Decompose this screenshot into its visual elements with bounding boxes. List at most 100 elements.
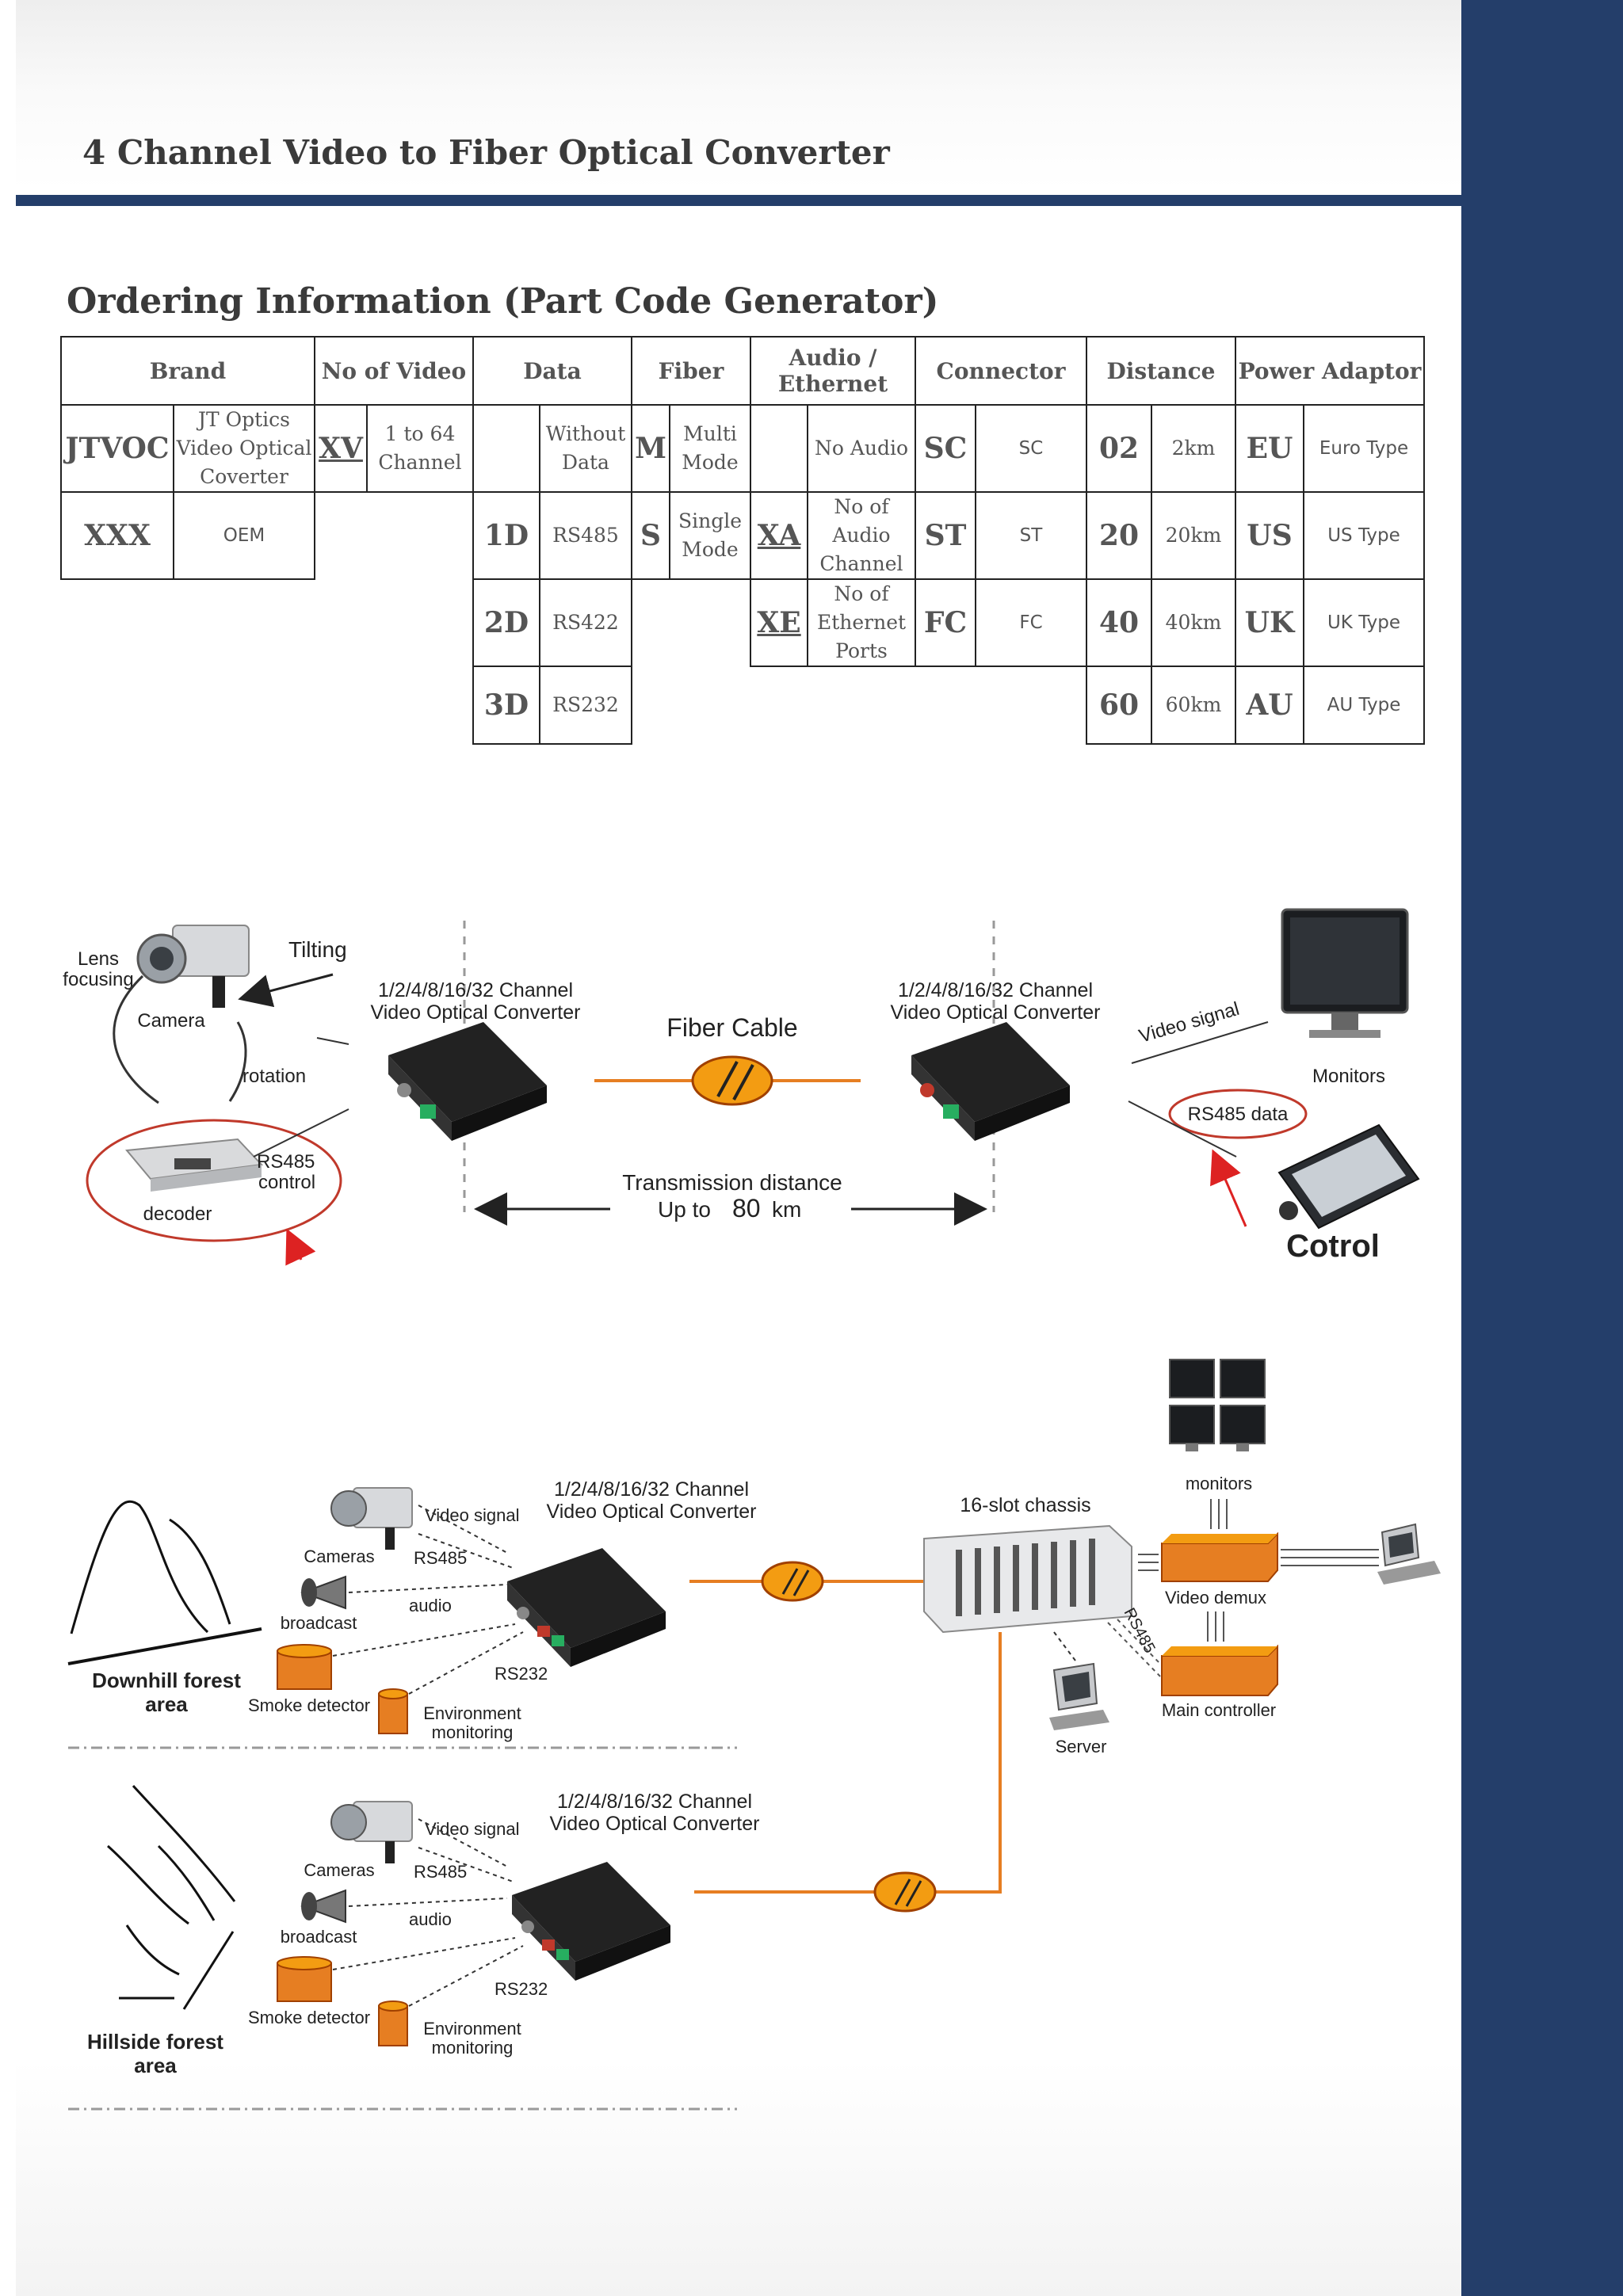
column-header-distance: Distance bbox=[1086, 336, 1236, 406]
connector-desc: FC bbox=[975, 578, 1087, 667]
data-desc: RS485 bbox=[539, 491, 632, 580]
camera-icon bbox=[330, 1487, 413, 1550]
control-keyboard-icon bbox=[1277, 1123, 1420, 1230]
rs232-label: RS232 bbox=[495, 1979, 548, 1999]
rs485-label: RS485 bbox=[414, 1548, 467, 1568]
rs485-vertical-label: RS485 bbox=[1121, 1605, 1159, 1656]
video-demux-label: Video demux bbox=[1165, 1588, 1266, 1608]
distance-desc: 20km bbox=[1151, 491, 1236, 580]
smoke-detector-label: Smoke detector bbox=[248, 1695, 370, 1715]
power-code: AU bbox=[1235, 666, 1304, 745]
video-desc: 1 to 64 Channel bbox=[366, 404, 474, 493]
fiber-desc: Single Mode bbox=[669, 491, 751, 580]
distance-code: 02 bbox=[1086, 404, 1152, 493]
distance-desc: 60km bbox=[1151, 666, 1236, 745]
table-row: 3D RS232 60 60km AU AU Type bbox=[61, 666, 1425, 745]
audio-label: audio bbox=[409, 1909, 452, 1929]
brand-code: XXX bbox=[60, 491, 174, 580]
connector-code: ST bbox=[915, 491, 976, 580]
column-header-video: No of Video bbox=[314, 336, 474, 406]
rs485-label: RS485 bbox=[414, 1862, 467, 1882]
up-to-label: Up to bbox=[658, 1197, 711, 1222]
speaker-icon bbox=[300, 1575, 346, 1610]
connector-desc: ST bbox=[975, 491, 1087, 580]
video-signal-label: Video signal bbox=[1136, 998, 1242, 1047]
monitors-label: Monitors bbox=[1312, 1066, 1385, 1087]
camera-icon bbox=[330, 1801, 413, 1863]
power-desc: UK Type bbox=[1303, 578, 1425, 667]
cameras-label: Cameras bbox=[304, 1547, 374, 1566]
table-row: XXX OEM 1D RS485 S Single Mode XA No of … bbox=[60, 491, 1425, 580]
data-desc: RS232 bbox=[539, 666, 632, 745]
chassis-icon bbox=[923, 1524, 1132, 1634]
video-signal-label: Video signal bbox=[425, 1505, 519, 1525]
fiber-desc: Multi Mode bbox=[669, 404, 751, 493]
audio-code: XE bbox=[750, 578, 808, 667]
control-label: Cotrol bbox=[1286, 1229, 1380, 1264]
power-code: EU bbox=[1235, 404, 1304, 493]
power-desc: US Type bbox=[1303, 491, 1425, 580]
distance-desc: 2km bbox=[1151, 404, 1236, 493]
fiber-code: S bbox=[631, 491, 670, 580]
smoke-detector-icon bbox=[277, 1956, 332, 2002]
distance-code: 60 bbox=[1086, 666, 1152, 745]
data-code: 2D bbox=[472, 578, 540, 667]
converter-device-icon bbox=[388, 1022, 547, 1141]
power-code: US bbox=[1235, 491, 1304, 580]
column-header-fiber: Fiber bbox=[631, 336, 751, 406]
column-header-audio: Audio / Ethernet bbox=[750, 336, 916, 406]
distance-code: 40 bbox=[1086, 578, 1152, 667]
column-header-connector: Connector bbox=[915, 336, 1087, 406]
broadcast-label: broadcast bbox=[281, 1613, 357, 1633]
camera-icon bbox=[136, 925, 250, 1008]
server-icon bbox=[1049, 1662, 1109, 1730]
page-title: 4 Channel Video to Fiber Optical Convert… bbox=[82, 133, 890, 172]
power-code: UK bbox=[1235, 578, 1304, 667]
connector-code: FC bbox=[915, 578, 976, 667]
fiber-code: M bbox=[631, 404, 670, 493]
tilting-label: Tilting bbox=[288, 937, 347, 962]
data-code: 3D bbox=[472, 666, 540, 745]
connector-code: SC bbox=[915, 404, 976, 493]
audio-code bbox=[750, 404, 808, 493]
power-desc: Euro Type bbox=[1303, 404, 1425, 493]
broadcast-label: broadcast bbox=[281, 1927, 357, 1947]
side-bar bbox=[1461, 0, 1623, 2296]
camera-label: Camera bbox=[137, 1010, 205, 1032]
transmission-label: Transmission distance bbox=[622, 1170, 842, 1195]
smoke-detector-icon bbox=[277, 1644, 332, 1690]
monitors-icon bbox=[1169, 1359, 1266, 1451]
monitor-icon bbox=[1281, 908, 1409, 1038]
column-header-power: Power Adaptor bbox=[1235, 336, 1425, 406]
converter-device-icon bbox=[911, 1022, 1070, 1141]
cameras-label: Cameras bbox=[304, 1860, 374, 1880]
distance-unit-label: km bbox=[772, 1197, 801, 1222]
decoder-icon bbox=[125, 1138, 264, 1192]
audio-code: XA bbox=[750, 491, 808, 580]
rs485-data-label: RS485 data bbox=[1188, 1104, 1289, 1125]
video-demux-icon bbox=[1161, 1531, 1278, 1582]
chassis-label: 16-slot chassis bbox=[960, 1494, 1090, 1516]
main-controller-icon bbox=[1161, 1644, 1278, 1696]
data-desc: RS422 bbox=[539, 578, 632, 667]
distance-desc: 40km bbox=[1151, 578, 1236, 667]
distance-value-label: 80 bbox=[732, 1194, 761, 1222]
column-header-brand: Brand bbox=[60, 336, 315, 406]
monitors-label: monitors bbox=[1186, 1474, 1252, 1493]
audio-desc: No of Audio Channel bbox=[807, 491, 916, 580]
server-label: Server bbox=[1056, 1737, 1107, 1756]
data-code bbox=[472, 404, 540, 493]
brand-desc: OEM bbox=[173, 491, 315, 580]
brand-code: JTVOC bbox=[60, 404, 174, 493]
speaker-icon bbox=[300, 1889, 346, 1924]
distance-code: 20 bbox=[1086, 491, 1152, 580]
